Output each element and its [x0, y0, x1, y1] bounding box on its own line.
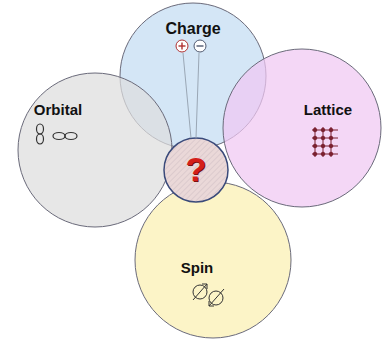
circle-outline	[222, 48, 382, 208]
circle-shape	[223, 49, 381, 207]
spin-symbol	[193, 284, 224, 306]
circle-shape	[164, 138, 228, 202]
orbital-symbol	[37, 124, 78, 144]
circle-shape	[135, 182, 291, 338]
charge-wire	[196, 53, 199, 138]
lattice-symbol	[312, 127, 338, 157]
charge-symbol	[176, 40, 206, 52]
circle-outline	[17, 72, 173, 228]
charge-wire	[183, 53, 191, 138]
circle-shape	[18, 73, 172, 227]
circle-label: Orbital	[34, 102, 82, 119]
circle-hatch	[165, 139, 227, 201]
orbital-circle: Orbital	[17, 72, 173, 228]
spin-circle: Spin	[134, 181, 292, 339]
lattice-circle: Lattice	[222, 48, 382, 208]
center-circle: ?	[163, 137, 229, 203]
circle-label: Spin	[181, 260, 214, 277]
circle-label: Lattice	[304, 102, 352, 119]
circle-label: ?	[186, 151, 207, 188]
circle-label: Charge	[165, 20, 220, 38]
